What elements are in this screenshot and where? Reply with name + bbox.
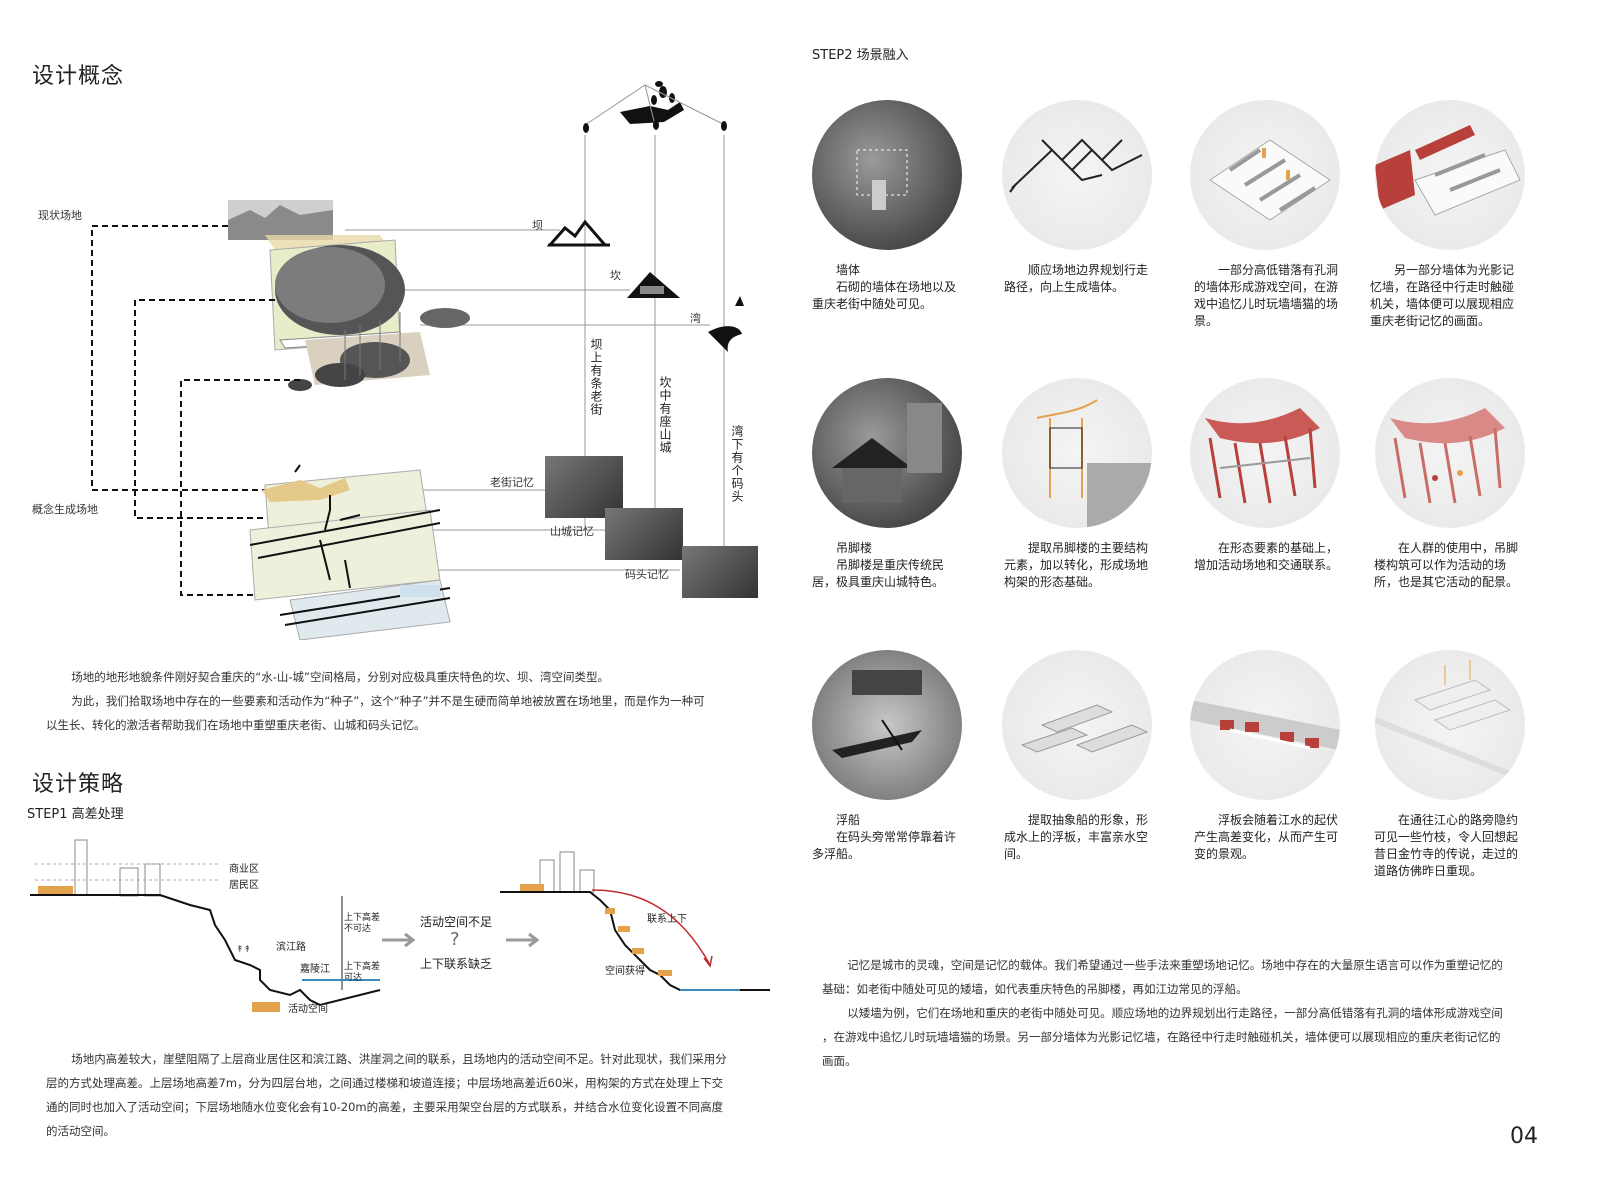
memory-para-line: 记忆是城市的灵魂，空间是记忆的载体。我们希望通过一些手法来重塑场地记忆。场地中存…	[847, 958, 1503, 972]
label-lack-link: 上下联系缺乏	[420, 957, 493, 971]
section-diagram: ↟↟ ?	[30, 839, 770, 1012]
hand-seed-icon	[620, 81, 684, 124]
caption-wall-path: 顺应场地边界规划行走路径，向上生成墙体。	[1004, 262, 1154, 296]
old-street-photo	[545, 456, 623, 518]
concept-para-line: 场地的地形地貌条件刚好契合重庆的“水-山-城”空间格局，分别对应极具重庆特色的坎…	[71, 670, 610, 684]
svg-text:↟↟: ↟↟	[236, 945, 251, 955]
label-kan: 坎	[610, 269, 621, 282]
caption-bamboo-path: 在通往江心的路旁隐约可见一些竹枝，令人回想起昔日金竹寺的传说，走过的道路仿佛昨日…	[1374, 812, 1524, 880]
concept-diagram	[91, 81, 744, 640]
step1-title: STEP1 高差处理	[27, 807, 124, 822]
memory-paragraph: 记忆是城市的灵魂，空间是记忆的载体。我们希望通过一些手法来重塑场地记忆。场地中存…	[822, 953, 1532, 1073]
ba-icon	[546, 219, 610, 247]
caption-float-board: 提取抽象船的形象，形成水上的浮板，丰富亲水空间。	[1004, 812, 1154, 863]
caption-title: 浮船	[836, 813, 861, 827]
float-change-diagram	[1190, 650, 1340, 800]
label-current-site: 现状场地	[38, 209, 82, 222]
concept-title: 设计概念	[32, 64, 125, 89]
svg-text:?: ?	[450, 929, 460, 950]
stilt-people-diagram	[1375, 378, 1525, 528]
label-space-gained: 空间获得	[605, 966, 645, 977]
memory-para-line: ，在游戏中追忆儿时玩墙墙猫的场景。另一部分墙体为光影记忆墙，在路径中行走时触碰机…	[822, 1030, 1501, 1044]
strategy-title: 设计策略	[32, 772, 125, 797]
label-old-street-memory: 老街记忆	[490, 476, 534, 489]
vert-kan: 坎中有座山城	[658, 376, 672, 454]
wall-photo	[812, 100, 962, 250]
wall-memory-diagram	[1375, 100, 1525, 250]
step1-para-line: 通的同时也加入了活动空间；下层场地随水位变化会有10-20m的高差，主要采用架空…	[46, 1100, 724, 1114]
label-mountain-memory: 山城记忆	[550, 525, 594, 538]
label-jialing: 嘉陵江	[300, 964, 330, 975]
caption-body: 提取抽象船的形象，形成水上的浮板，丰富亲水空间。	[1004, 813, 1149, 861]
page-number: 04	[1510, 1124, 1538, 1149]
step1-para-line: 场地内高差较大，崖壁阻隔了上层商业居住区和滨江路、洪崖洞之间的联系，且场地内的活…	[71, 1052, 727, 1066]
caption-body: 在通往江心的路旁隐约可见一些竹枝，令人回想起昔日金竹寺的传说，走过的道路仿佛昨日…	[1374, 813, 1519, 878]
label-link-updown: 联系上下	[647, 914, 687, 925]
wall-path-diagram	[1002, 100, 1152, 250]
label-ba: 坝	[532, 219, 543, 232]
step1-paragraph: 场地内高差较大，崖壁阻隔了上层商业居住区和滨江路、洪崖洞之间的联系，且场地内的活…	[46, 1047, 758, 1143]
bamboo-path-diagram	[1375, 650, 1525, 800]
concept-para-line: 为此，我们拾取场地中存在的一些要素和活动作为“种子”，这个“种子”并不是生硬而简…	[71, 694, 705, 708]
memory-para-line: 以矮墙为例，它们在场地和重庆的老街中随处可见。顺应场地的边界规划出行走路径，一部…	[847, 1006, 1503, 1020]
stilt-structure-diagram	[1002, 378, 1152, 528]
caption-body: 浮板会随着江水的起伏产生高差变化，从而产生可变的景观。	[1194, 813, 1339, 861]
caption-body: 在人群的使用中，吊脚楼构筑可以作为活动的场所，也是其它活动的配景。	[1374, 541, 1519, 589]
step1-para-line: 层的方式处理高差。上层场地高差7m，分为四层台地，之间通过楼梯和坡道连接；中层场…	[46, 1076, 724, 1090]
label-wan: 湾	[690, 312, 701, 325]
caption-stilt: 吊脚楼吊脚楼是重庆传统民居，极具重庆山城特色。	[812, 540, 962, 591]
label-updown-reachable: 上下高差 可达	[344, 962, 381, 983]
step1-para-line: 的活动空间。	[46, 1124, 115, 1138]
vert-ba: 坝上有条老街	[589, 338, 603, 416]
caption-title: 吊脚楼	[836, 541, 873, 555]
caption-float-change: 浮板会随着江水的起伏产生高差变化，从而产生可变的景观。	[1194, 812, 1344, 863]
dock-photo	[682, 546, 758, 598]
label-commercial: 商业区	[229, 864, 259, 875]
memory-para-line: 画面。	[822, 1054, 857, 1068]
legend-activity-label: 活动空间	[288, 1004, 328, 1015]
label-binjiang: 滨江路	[276, 942, 306, 953]
caption-body: 吊脚楼是重庆传统民居，极具重庆山城特色。	[812, 558, 945, 589]
concept-para-line: 以生长、转化的激活者帮助我们在场地中重塑重庆老街、山城和码头记忆。	[46, 718, 426, 732]
caption-boat: 浮船在码头旁常常停靠着许多浮船。	[812, 812, 962, 863]
label-dock-memory: 码头记忆	[625, 568, 669, 581]
vert-wan: 湾下有个码头	[730, 425, 744, 503]
caption-body: 提取吊脚楼的主要结构元素，加以转化，形成场地构架的形态基础。	[1004, 541, 1149, 589]
caption-body: 一部分高低错落有孔洞的墙体形成游戏空间，在游戏中追忆儿时玩墙墙猫的场景。	[1194, 263, 1339, 328]
memory-para-line: 基础：如老街中随处可见的矮墙，如代表重庆特色的吊脚楼，再如江边常见的浮船。	[822, 982, 1248, 996]
caption-body: 在码头旁常常停靠着许多浮船。	[812, 830, 957, 861]
caption-wall-memory: 另一部分墙体为光影记忆墙，在路径中行走时触碰机关，墙体便可以展现相应重庆老街记忆…	[1370, 262, 1520, 330]
caption-stilt-structure: 提取吊脚楼的主要结构元素，加以转化，形成场地构架的形态基础。	[1004, 540, 1154, 591]
float-board-diagram	[1002, 650, 1152, 800]
boat-photo	[812, 650, 962, 800]
caption-stilt-activity: 在形态要素的基础上，增加活动场地和交通联系。	[1194, 540, 1344, 574]
label-updown-unreachable: 上下高差 不可达	[344, 913, 381, 934]
wall-game-diagram	[1190, 100, 1340, 250]
step2-title: STEP2 场景融入	[812, 48, 909, 63]
caption-wall-game: 一部分高低错落有孔洞的墙体形成游戏空间，在游戏中追忆儿时玩墙墙猫的场景。	[1194, 262, 1344, 330]
caption-wall: 墙体石砌的墙体在场地以及重庆老街中随处可见。	[812, 262, 962, 313]
legend-activity-swatch	[252, 1002, 280, 1012]
caption-stilt-people: 在人群的使用中，吊脚楼构筑可以作为活动的场所，也是其它活动的配景。	[1374, 540, 1524, 591]
caption-body: 石砌的墙体在场地以及重庆老街中随处可见。	[812, 280, 957, 311]
label-concept-site: 概念生成场地	[32, 503, 98, 516]
mountain-city-photo	[605, 508, 683, 560]
concept-paragraph: 场地的地形地貌条件刚好契合重庆的“水-山-城”空间格局，分别对应极具重庆特色的坎…	[46, 665, 756, 737]
stilt-activity-diagram	[1190, 378, 1340, 528]
label-residential: 居民区	[229, 880, 259, 891]
label-lack-space: 活动空间不足	[420, 915, 493, 929]
wan-icon	[708, 296, 744, 352]
stilt-house-photo	[812, 378, 962, 528]
caption-body: 在形态要素的基础上，增加活动场地和交通联系。	[1194, 541, 1339, 572]
caption-title: 墙体	[836, 263, 861, 277]
caption-body: 另一部分墙体为光影记忆墙，在路径中行走时触碰机关，墙体便可以展现相应重庆老街记忆…	[1370, 263, 1515, 328]
caption-body: 顺应场地边界规划行走路径，向上生成墙体。	[1004, 263, 1149, 294]
kan-icon	[627, 272, 680, 298]
